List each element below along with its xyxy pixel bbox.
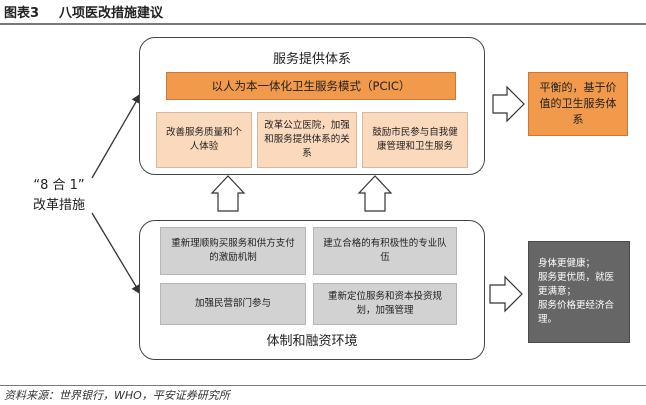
outcome-value-based-system: 平衡的，基于价值的卫生服务体系 <box>528 72 628 136</box>
finance-box-workforce: 建立合格的有积极性的专业队伍 <box>313 227 457 275</box>
top-rule <box>0 23 646 25</box>
outcome-healthier: 身体更健康； <box>538 258 596 269</box>
finance-box-capital-planning: 重新定位服务和资本投资规划，加强管理 <box>313 283 457 325</box>
pcic-model-bar: 以人为本一体化卫生服务模式（PCIC） <box>166 72 456 100</box>
reform-measures-text: 改革措施 <box>32 198 85 213</box>
finance-box-incentive: 重新理顺购买服务和供方支付的激励机制 <box>160 227 306 275</box>
right-arrow-top <box>492 85 525 123</box>
service-box-self-management: 鼓励市民参与自我健康管理和卫生服务 <box>362 112 468 168</box>
figure-header: 图表3 八项医改措施建议 <box>4 0 644 22</box>
service-box-public-hospital: 改革公立医院，加强和服务提供体系的关系 <box>257 112 357 168</box>
outcome-better-service: 服务更优质，就医更满意； <box>538 272 615 297</box>
outcome-health-benefits: 身体更健康； 服务更优质，就医更满意； 服务价格更经济合理。 <box>528 241 630 343</box>
figure-title: 八项医改措施建议 <box>59 5 164 21</box>
up-arrow-left <box>210 175 246 212</box>
right-arrow-bottom <box>489 275 523 313</box>
arrow-to-bottom-panel <box>91 212 142 295</box>
finance-box-private-sector: 加强民营部门参与 <box>160 283 306 325</box>
figure-label: 图表3 <box>4 5 40 21</box>
reform-measures-label: “8 合 1” 改革措施 <box>20 176 98 216</box>
institution-finance-title: 体制和融资环境 <box>266 334 358 349</box>
bottom-rule <box>0 385 646 386</box>
service-box-quality: 改善服务质量和个人体验 <box>156 112 252 168</box>
reform-measures-count: “8 合 1” <box>33 178 85 193</box>
up-arrow-right <box>357 175 393 212</box>
outcome-affordable: 服务价格更经济合理。 <box>538 300 615 325</box>
service-delivery-title: 服务提供体系 <box>272 52 351 67</box>
arrow-to-top-panel <box>91 93 142 179</box>
source-note: 资料来源：世界银行，WHO，平安证券研究所 <box>4 389 230 402</box>
